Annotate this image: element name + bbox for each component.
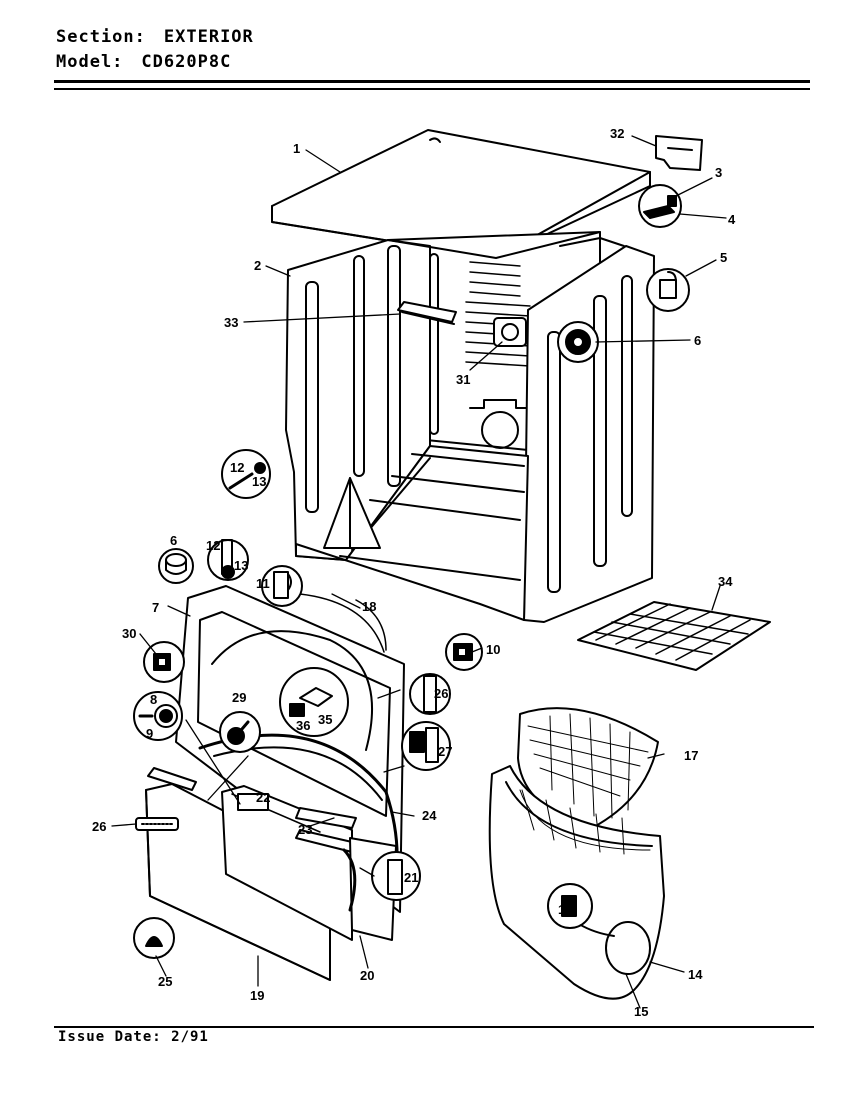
detail-door-switch-30 [143,641,185,683]
header-rule-thin [54,88,810,90]
callout-12-front: 12 [206,538,220,553]
exhaust-port [493,317,527,347]
detail-door-catch-11 [261,565,303,607]
grille [577,601,771,671]
callout-9: 9 [146,726,153,741]
model-label: Model: [56,52,124,72]
callout-2: 2 [254,258,261,273]
callout-13-side: 13 [252,474,266,489]
model-value: CD620P8C [141,52,232,72]
detail-hinge-clip [638,184,682,228]
callout-15: 15 [634,1004,648,1019]
callout-1: 1 [293,141,300,156]
rear-bracket [397,301,457,325]
header-rule-thick [54,80,810,83]
callout-20: 20 [360,968,374,983]
callout-36: 36 [296,718,310,733]
detail-drum-bearing [557,321,599,363]
callout-23: 23 [298,822,312,837]
detail-knob-8 [133,691,183,741]
callout-29: 29 [232,690,246,705]
callout-7: 7 [152,600,159,615]
model-heading: Model: CD620P8C [56,52,231,72]
door-hinge [295,807,357,853]
callout-32: 32 [610,126,624,141]
callout-16: 16 [558,902,572,917]
section-heading: Section: EXTERIOR [56,27,254,47]
callout-31: 31 [456,372,470,387]
door-handle [135,817,179,831]
callout-4: 4 [728,212,736,227]
detail-foot-25 [133,917,175,959]
callout-6-front: 6 [170,533,177,548]
detail-clip-10 [445,633,483,671]
callout-6-rear: 6 [694,333,701,348]
callout-18: 18 [362,599,376,614]
callout-35: 35 [318,712,332,727]
callout-13-front: 13 [234,558,248,573]
door [145,783,353,981]
detail-front-screw [207,539,249,581]
detail-thermostat-35-36 [279,667,349,737]
callout-numbers: 1 2 3 4 5 6 6 7 8 9 10 11 12 13 12 13 14… [92,126,736,1019]
section-label: Section: [56,27,146,47]
detail-screw-nut [221,449,271,499]
detail-lint-lock-29 [219,711,261,753]
callout-22: 22 [256,790,270,805]
callout-27: 27 [438,744,452,759]
callout-11: 11 [256,576,270,591]
detail-latch-27 [401,721,451,771]
callout-30: 30 [122,626,136,641]
callout-8: 8 [150,692,157,707]
detail-thermal-fuse-16 [547,883,593,929]
callout-25: 25 [158,974,172,989]
door-handle-bar [147,767,197,791]
callout-33: 33 [224,315,238,330]
callout-17: 17 [684,748,698,763]
callout-3: 3 [715,165,722,180]
callout-26-hinge: 26 [434,686,448,701]
lint-screen [517,707,659,829]
cabinet [285,231,655,623]
footer-rule [54,1026,814,1028]
callout-10: 10 [486,642,500,657]
top-bracket-plate [655,135,703,171]
detail-hinge-26 [409,673,451,715]
detail-plug-button [158,548,194,584]
callout-34: 34 [718,574,733,589]
detail-strike-21 [371,851,421,901]
callout-21: 21 [404,870,418,885]
callout-14: 14 [688,967,703,982]
section-value: EXTERIOR [163,27,254,47]
callout-19: 19 [250,988,264,1003]
leader-lines [111,135,727,1009]
callout-26-door: 26 [92,819,106,834]
callout-5: 5 [720,250,727,265]
issue-date: Issue Date: 2/91 [58,1029,209,1045]
detail-spring-clip [646,268,690,312]
callout-12-side: 12 [230,460,244,475]
callout-24: 24 [422,808,437,823]
